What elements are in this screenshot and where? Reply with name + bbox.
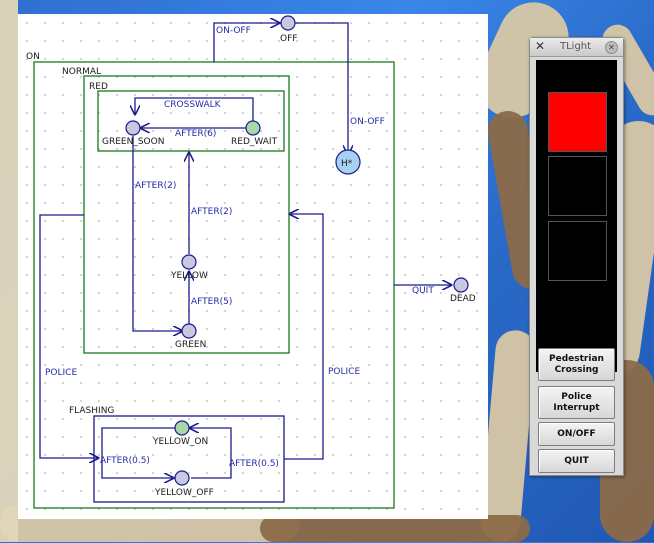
state-red-label: RED [89,82,108,92]
transition-yellowoff-to-yellowon [190,428,231,478]
lamp-green [548,221,607,281]
node-green-soon-label: GREEN_SOON [102,137,164,147]
traffic-light-panel [536,60,617,372]
close-icon[interactable]: ✕ [605,41,618,54]
label-crosswalk: CROSSWALK [164,100,222,110]
police-interrupt-button[interactable]: Police Interrupt [538,386,615,419]
label-after2-left: AFTER(2) [135,181,176,191]
label-quit: QUIT [412,286,434,296]
label-police-right: POLICE [328,367,360,377]
state-on-label: ON [26,52,40,62]
node-dead-label: DEAD [450,294,476,304]
statechart-canvas[interactable]: ON NORMAL RED FLASHING [18,14,488,519]
on-off-button[interactable]: ON/OFF [538,422,615,446]
label-after5: AFTER(5) [191,297,232,307]
quit-button[interactable]: QUIT [538,449,615,473]
state-normal-box[interactable] [84,76,289,353]
node-dead[interactable] [454,278,468,292]
node-history-label: H* [341,159,353,169]
node-off[interactable] [281,16,295,30]
transition-police-right [284,214,323,459]
node-green-label: GREEN [175,340,206,350]
on-off-label: ON/OFF [557,429,595,440]
police-interrupt-label: Police Interrupt [552,392,602,414]
node-yellow[interactable] [182,255,196,269]
label-after2-right: AFTER(2) [191,207,232,217]
node-yellow-off-label: YELLOW_OFF [154,488,214,498]
node-red-wait-label: RED_WAIT [231,137,278,147]
tlight-window: ✕ TLight ✕ Pedestrian Crossing Police In… [529,37,624,476]
label-police-left: POLICE [45,368,77,378]
lamp-red [548,92,607,152]
x11-icon[interactable]: ✕ [535,39,545,53]
node-green-soon[interactable] [126,121,140,135]
lamp-yellow [548,156,607,216]
label-after6: AFTER(6) [175,129,216,139]
pedestrian-crossing-label: Pedestrian Crossing [547,354,607,376]
node-yellow-label: YELLOW [170,271,208,281]
node-yellow-on[interactable] [175,421,189,435]
label-on-off-side: ON-OFF [350,117,385,127]
node-off-label: OFF [280,34,297,44]
window-titlebar[interactable]: ✕ TLight ✕ [530,38,623,57]
quit-label: QUIT [564,456,588,467]
node-yellow-off[interactable] [175,471,189,485]
window-title: TLight [560,41,591,52]
state-flashing-label: FLASHING [69,406,114,416]
label-on-off-top: ON-OFF [216,26,251,36]
label-after05-left: AFTER(0.5) [100,456,150,466]
label-after05-right: AFTER(0.5) [229,459,279,469]
node-yellow-on-label: YELLOW_ON [152,437,208,447]
transition-yellowon-to-yellowoff [102,428,175,478]
node-green[interactable] [182,324,196,338]
pedestrian-crossing-button[interactable]: Pedestrian Crossing [538,348,615,381]
state-normal-label: NORMAL [62,67,101,77]
transition-off-to-history [295,23,348,154]
transition-greensoon-to-green [133,136,182,331]
transition-police-left [40,215,98,458]
node-red-wait[interactable] [246,121,260,135]
